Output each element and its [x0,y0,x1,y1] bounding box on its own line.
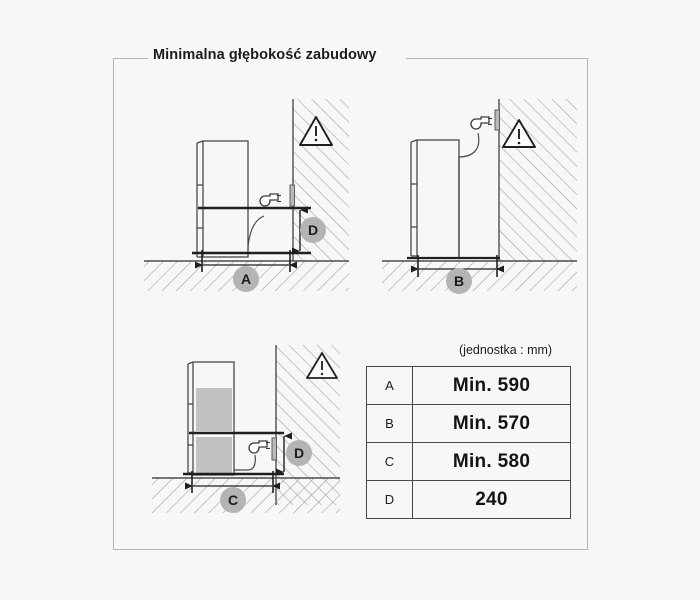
badge-d-c: D [286,440,312,466]
unit-note: (jednostka : mm) [459,343,553,357]
wall-hatch-b [498,99,577,261]
badge-d-a: D [300,217,326,243]
badge-c: C [220,487,246,513]
diagram-b-group: B [382,99,577,294]
badge-a-label: A [241,271,251,287]
title-border-gap [148,50,406,68]
power-plug-icon-b [470,116,492,130]
wall-socket-icon-b [494,109,500,131]
table-cell-value: Min. 590 [412,366,571,405]
power-plug-icon-c [248,440,270,454]
table-cell-value: Min. 580 [412,442,571,481]
warning-triangle-icon-a [299,116,333,146]
diagram-a-group: A D [144,99,349,292]
warning-triangle-icon-c [306,352,338,379]
wall-socket-icon-a [289,184,295,207]
table-row: C Min. 580 [366,442,571,481]
appliance-fill-lower-c [196,437,232,474]
table-cell-key: B [366,404,413,443]
dimensions-table: A Min. 590 B Min. 570 C Min. 580 D 240 [366,366,571,519]
appliance-fill-upper-c [196,388,232,431]
table-row: B Min. 570 [366,404,571,443]
table-row: D 240 [366,480,571,519]
warning-triangle-icon-b [502,119,536,148]
dimension-c [185,471,280,493]
table-cell-key: C [366,442,413,481]
table-cell-value: Min. 570 [412,404,571,443]
power-cable-b [458,132,480,158]
badge-b-label: B [454,273,464,289]
table-row: A Min. 590 [366,366,571,405]
badge-b: B [446,268,472,294]
diagram-c-group: C D [152,345,340,513]
power-plug-icon-a [259,193,281,207]
page-title: Minimalna głębokość zabudowy [153,47,377,63]
badge-a: A [233,266,259,292]
table-cell-key: A [366,366,413,405]
power-cable-a [247,215,265,251]
badge-c-label: C [228,492,238,508]
power-cable-c [234,454,256,471]
badge-d-c-label: D [294,445,304,461]
dimension-a [195,250,297,272]
table-cell-key: D [366,480,413,519]
badge-d-a-label: D [308,222,318,238]
appliance-outline-a [196,140,249,258]
table-cell-value: 240 [412,480,571,519]
